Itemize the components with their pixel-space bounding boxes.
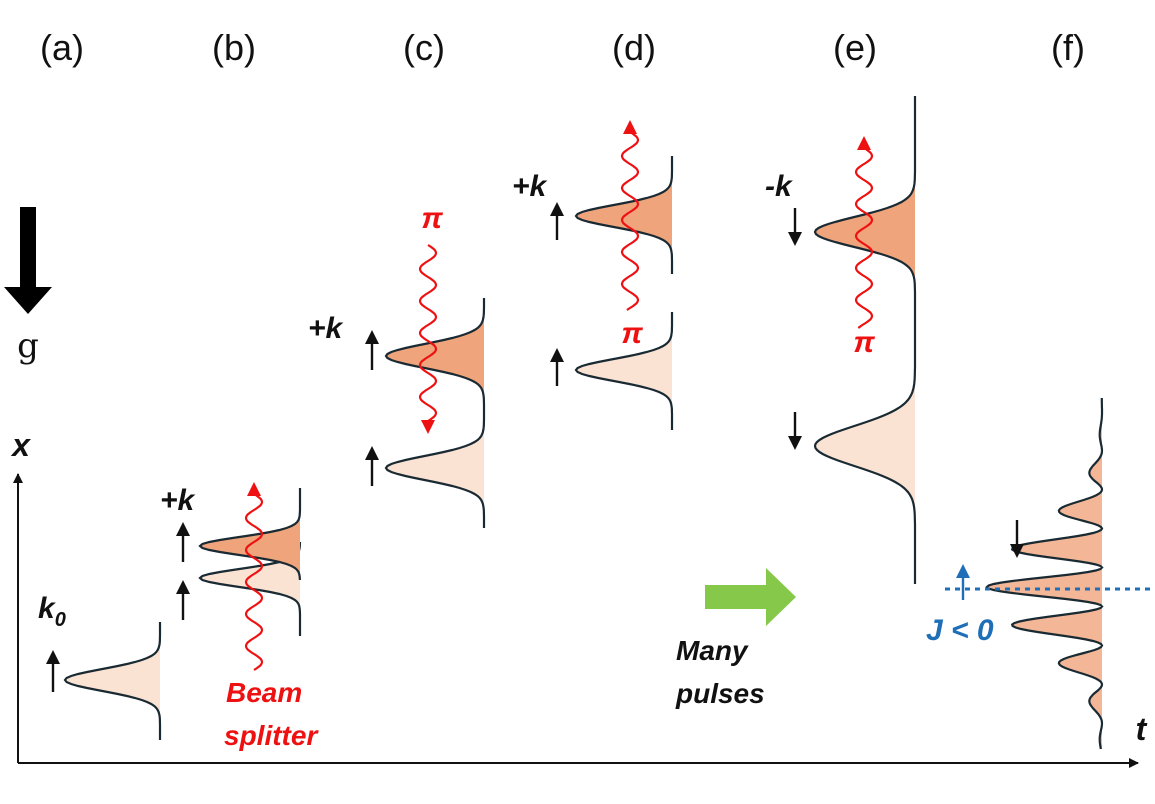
gravity-label: g: [17, 326, 39, 366]
wavepacket-d-lower-fill: [576, 312, 672, 430]
spin-arrows: [46, 202, 1024, 692]
plus-k-label-b: +k: [160, 484, 196, 517]
t-axis-label: t: [1136, 711, 1148, 747]
spin-up-arrow-icon: [46, 650, 60, 692]
gravity-arrow-icon: [4, 207, 52, 314]
spin-up-arrow-icon: [365, 446, 379, 486]
spin-down-arrow-icon: [788, 208, 802, 246]
minus-k-label-e: -k: [765, 170, 793, 203]
spin-up-arrow-icon: [365, 330, 379, 370]
wavepacket-e-upper-fill: [815, 96, 915, 318]
laser-pulses: [244, 120, 874, 671]
spin-up-arrow-icon: [176, 522, 190, 562]
many-pulses-label-line2: pulses: [675, 678, 765, 709]
plus-k-label-c: +k: [308, 312, 344, 345]
wavepacket-d-lower: [574, 312, 674, 430]
axes: x t: [10, 427, 1148, 768]
wavepacket-d-upper-curve: [574, 156, 674, 274]
wavepacket-f-fill: [987, 398, 1102, 749]
wavepacket-e-lower-fill: [815, 318, 915, 584]
wavepacket-e-upper: [813, 96, 917, 318]
wavepacket-e-lower-curve: [813, 318, 917, 584]
k0-label: k0: [38, 592, 66, 631]
panel-label-c: (c): [403, 27, 445, 68]
laser-wave-d-arrowhead: [623, 120, 637, 134]
laser-wave-c-arrowhead: [421, 420, 435, 434]
wavepacket-c-lower-curve: [384, 412, 486, 528]
wavepacket-b-upper-fill: [200, 488, 300, 580]
laser-wave-b: [244, 493, 264, 671]
spin-up-arrow-icon: [176, 580, 190, 620]
wavepacket-a-curve: [63, 622, 162, 740]
wavepacket-b-upper-curve: [198, 488, 302, 581]
wavepacket-a-fill: [65, 622, 160, 740]
spin-up-arrow-icon: [550, 202, 564, 240]
laser-wave-e: [854, 147, 874, 329]
wavepacket-c-lower: [384, 412, 486, 528]
wavepacket-c-upper-curve: [384, 298, 486, 412]
wavepacket-f-curve: [985, 398, 1104, 750]
spin-up-blue-arrow-icon: [956, 564, 970, 600]
laser-wave-e-arrowhead: [857, 136, 871, 150]
wavepacket-b-lower-fill: [200, 542, 300, 636]
panel-label-b: (b): [212, 27, 256, 68]
wavepacket-c-lower-fill: [386, 412, 484, 528]
laser-wave-d: [620, 131, 640, 311]
beam-splitter-label-line1: Beam: [226, 677, 302, 708]
panel-labels: (a) (b) (c) (d) (e) (f): [40, 27, 1085, 68]
wavepackets: [63, 96, 1104, 750]
spin-down-arrow-icon: [1010, 520, 1024, 558]
panel-label-d: (d): [612, 27, 656, 68]
panel-label-f: (f): [1051, 27, 1085, 68]
wavepacket-e-upper-curve: [813, 96, 917, 318]
panel-label-e: (e): [833, 27, 877, 68]
text-labels: k0 +k +k +k -k π π π Beam splitter Many …: [38, 170, 994, 751]
wavepacket-c-upper-fill: [386, 298, 484, 412]
beam-splitter-label-line2: splitter: [224, 720, 319, 751]
x-axis-label: x: [10, 427, 31, 463]
pi-label-e: π: [853, 326, 875, 359]
spin-up-arrow-icon: [550, 348, 564, 386]
laser-wave-c: [418, 244, 438, 423]
panel-label-a: (a): [40, 27, 84, 68]
many-pulses-label-line1: Many: [676, 635, 749, 666]
wavepacket-a: [63, 622, 162, 740]
wavepacket-c-upper: [384, 298, 486, 412]
pi-label-c: π: [421, 202, 443, 235]
wavepacket-f-interference: [985, 398, 1104, 750]
wavepacket-b-upper: [198, 488, 302, 581]
wavepacket-e-lower: [813, 318, 917, 584]
many-pulses-arrow-icon: [705, 568, 796, 626]
spin-down-arrow-icon: [788, 412, 802, 450]
laser-wave-b-arrowhead: [247, 482, 261, 496]
pi-label-d: π: [621, 317, 643, 350]
wavepacket-d-lower-curve: [574, 312, 674, 430]
j-less-than-zero-label: J < 0: [926, 614, 994, 647]
plus-k-label-d: +k: [512, 170, 548, 203]
